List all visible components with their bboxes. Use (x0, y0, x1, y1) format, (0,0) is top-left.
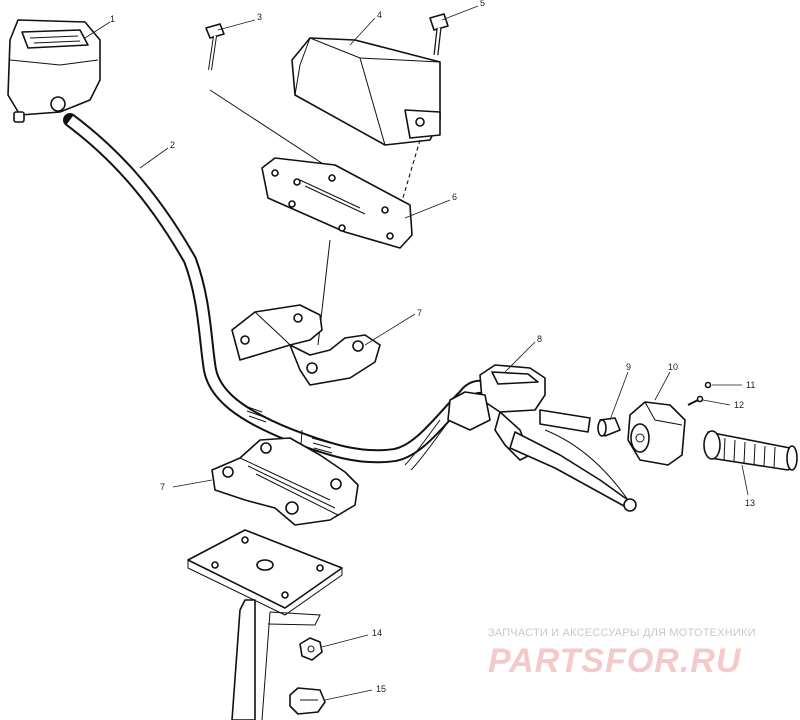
leader-lines (84, 5, 749, 701)
callout-4: 4 (377, 10, 382, 20)
callout-5: 5 (480, 0, 485, 8)
top-clamp-plate (261, 157, 413, 249)
screw-12 (687, 395, 704, 406)
lower-handlebar-clamp (211, 437, 359, 526)
cable-clamp-15 (289, 687, 326, 715)
upper-handlebar-clamp (231, 304, 381, 386)
watermark: ЗАПЧАСТИ И АКСЕССУАРЫ ДЛЯ МОТОТЕХНИКИ PA… (488, 627, 756, 680)
callout-12: 12 (734, 400, 744, 410)
callout-9: 9 (626, 362, 631, 372)
watermark-logo: PARTSFOR.RU (488, 642, 742, 680)
screw-11 (704, 381, 712, 389)
callout-6: 6 (452, 192, 457, 202)
callout-1: 1 (110, 14, 115, 24)
callout-11: 11 (746, 380, 755, 390)
nut-14 (299, 637, 323, 661)
bolt-5 (429, 13, 449, 56)
callout-14: 14 (372, 628, 382, 638)
callout-3: 3 (257, 12, 262, 22)
brake-master-cylinder (447, 364, 637, 512)
callout-7-lower: 7 (160, 482, 165, 492)
callout-7-upper: 7 (417, 308, 422, 318)
spacer-9 (597, 417, 621, 437)
steering-post-plate (187, 529, 343, 720)
throttle-housing (627, 401, 686, 466)
handlebar-pad (291, 37, 441, 146)
callout-8: 8 (537, 334, 542, 344)
callout-10: 10 (668, 362, 678, 372)
callout-15: 15 (376, 684, 386, 694)
handlebar-grip (703, 430, 798, 471)
callout-2: 2 (170, 140, 175, 150)
callout-labels: 1 2 3 4 5 6 7 7 8 9 10 11 12 13 14 15 (110, 0, 755, 694)
callout-13: 13 (745, 498, 755, 508)
watermark-tagline: ЗАПЧАСТИ И АКСЕССУАРЫ ДЛЯ МОТОТЕХНИКИ (488, 627, 756, 639)
assembly-line-3 (209, 89, 341, 176)
left-switch-housing (7, 19, 101, 123)
bolt-3 (205, 23, 225, 71)
